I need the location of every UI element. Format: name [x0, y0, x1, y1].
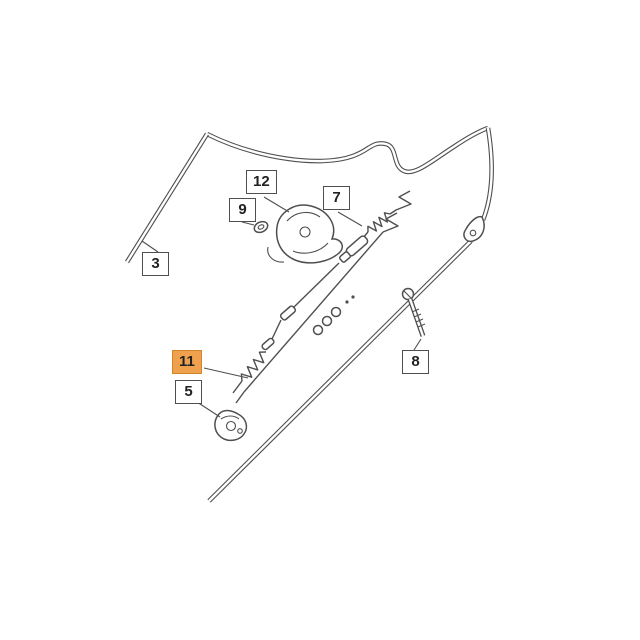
- handle-lower-tube: [207, 239, 473, 503]
- leader-lines: [141, 196, 422, 418]
- callout-12[interactable]: 12: [246, 170, 277, 194]
- cable-clamp: [214, 409, 248, 442]
- handle-left-tube: [125, 132, 209, 264]
- callout-8[interactable]: 8: [402, 350, 429, 374]
- handlebar-upper-tube: [205, 125, 489, 175]
- callout-7[interactable]: 7: [323, 186, 350, 210]
- lever-bracket: [267, 204, 343, 264]
- callout-9[interactable]: 9: [229, 198, 256, 222]
- upper-cable: [261, 190, 412, 351]
- cable-spring: [232, 351, 267, 394]
- lower-cable: [235, 212, 399, 404]
- bracket-clip: [463, 215, 485, 243]
- washers: [312, 295, 355, 336]
- callout-3[interactable]: 3: [142, 252, 169, 276]
- bolt: [401, 287, 426, 337]
- handle-right-tube: [480, 127, 494, 221]
- callout-11[interactable]: 11: [172, 350, 202, 374]
- nut: [253, 220, 269, 234]
- callout-5[interactable]: 5: [175, 380, 202, 404]
